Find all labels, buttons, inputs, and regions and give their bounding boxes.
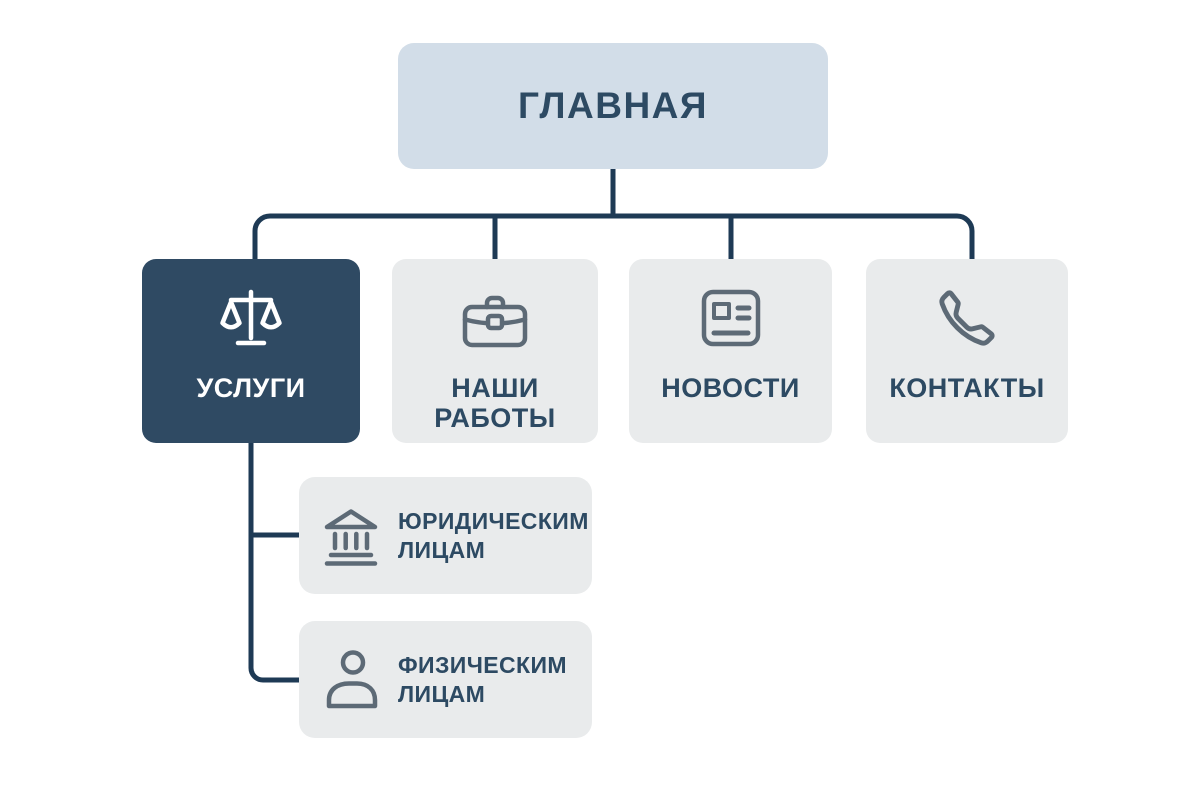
node-news-label: НОВОСТИ (661, 373, 800, 403)
newspaper-icon (701, 289, 760, 347)
briefcase-icon (462, 295, 528, 348)
node-works: НАШИ РАБОТЫ (392, 259, 598, 443)
connector-services-branch (248, 442, 310, 683)
connector-trunk (252, 213, 975, 261)
node-home-label: ГЛАВНАЯ (518, 85, 708, 126)
node-home: ГЛАВНАЯ (398, 43, 828, 169)
node-contacts-label: КОНТАКТЫ (889, 373, 1045, 403)
node-services: УСЛУГИ (142, 259, 360, 443)
node-individuals: ФИЗИЧЕСКИМ ЛИЦАМ (299, 621, 592, 738)
node-news: НОВОСТИ (629, 259, 832, 443)
bank-icon (324, 508, 378, 566)
node-contacts: КОНТАКТЫ (866, 259, 1068, 443)
person-icon (326, 649, 378, 708)
node-individuals-label: ФИЗИЧЕСКИМ ЛИЦАМ (398, 651, 567, 707)
node-services-label: УСЛУГИ (196, 373, 306, 403)
scales-icon (220, 289, 282, 346)
node-legal: ЮРИДИЧЕСКИМ ЛИЦАМ (299, 477, 592, 594)
phone-icon (939, 290, 995, 346)
node-legal-label: ЮРИДИЧЕСКИМ ЛИЦАМ (398, 507, 589, 563)
node-works-label: НАШИ РАБОТЫ (434, 373, 556, 433)
